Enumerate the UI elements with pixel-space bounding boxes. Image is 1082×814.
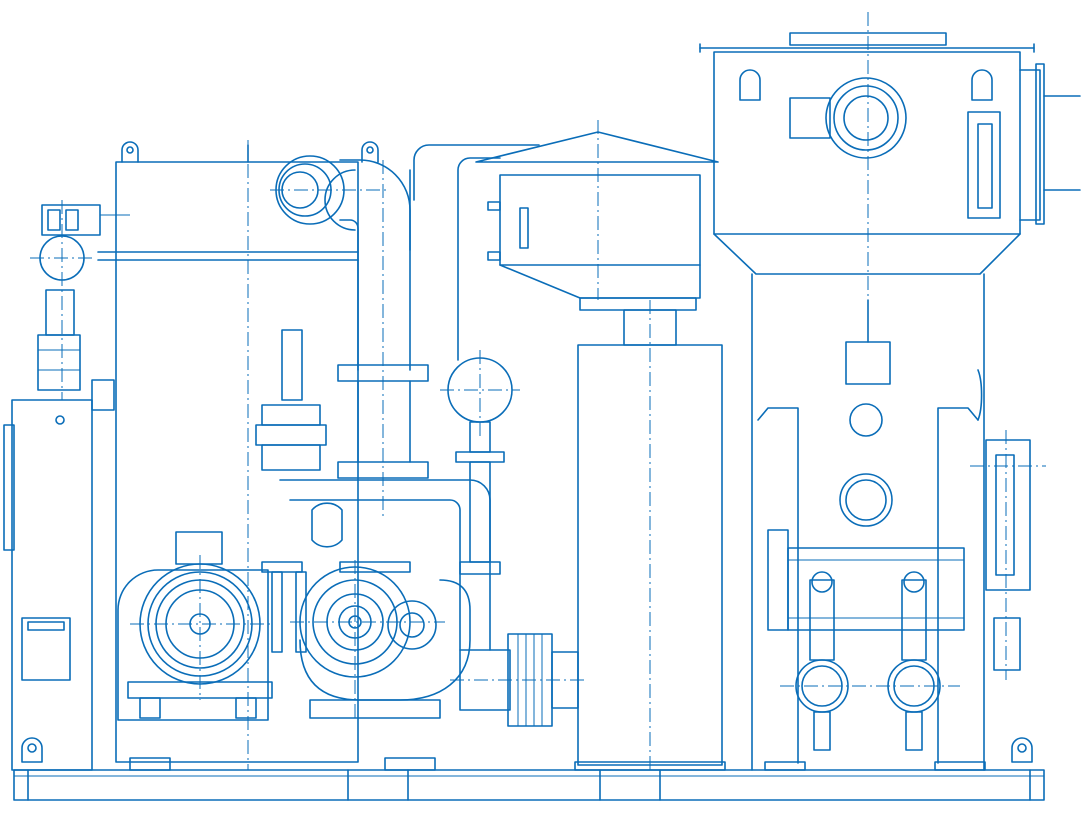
- level-gauge: [970, 369, 1046, 680]
- base-frame: [13, 737, 1045, 801]
- filter-housing: [409, 120, 723, 770]
- outlet-manifold: [751, 273, 985, 771]
- hopper-tank: [699, 12, 1081, 300]
- vertical-pipe-column: [97, 140, 429, 770]
- discharge-valves: [780, 571, 960, 751]
- control-cabinet: [3, 200, 130, 771]
- electric-motor: [117, 531, 273, 721]
- roots-blower: [261, 479, 491, 720]
- pump-unit: [440, 157, 520, 575]
